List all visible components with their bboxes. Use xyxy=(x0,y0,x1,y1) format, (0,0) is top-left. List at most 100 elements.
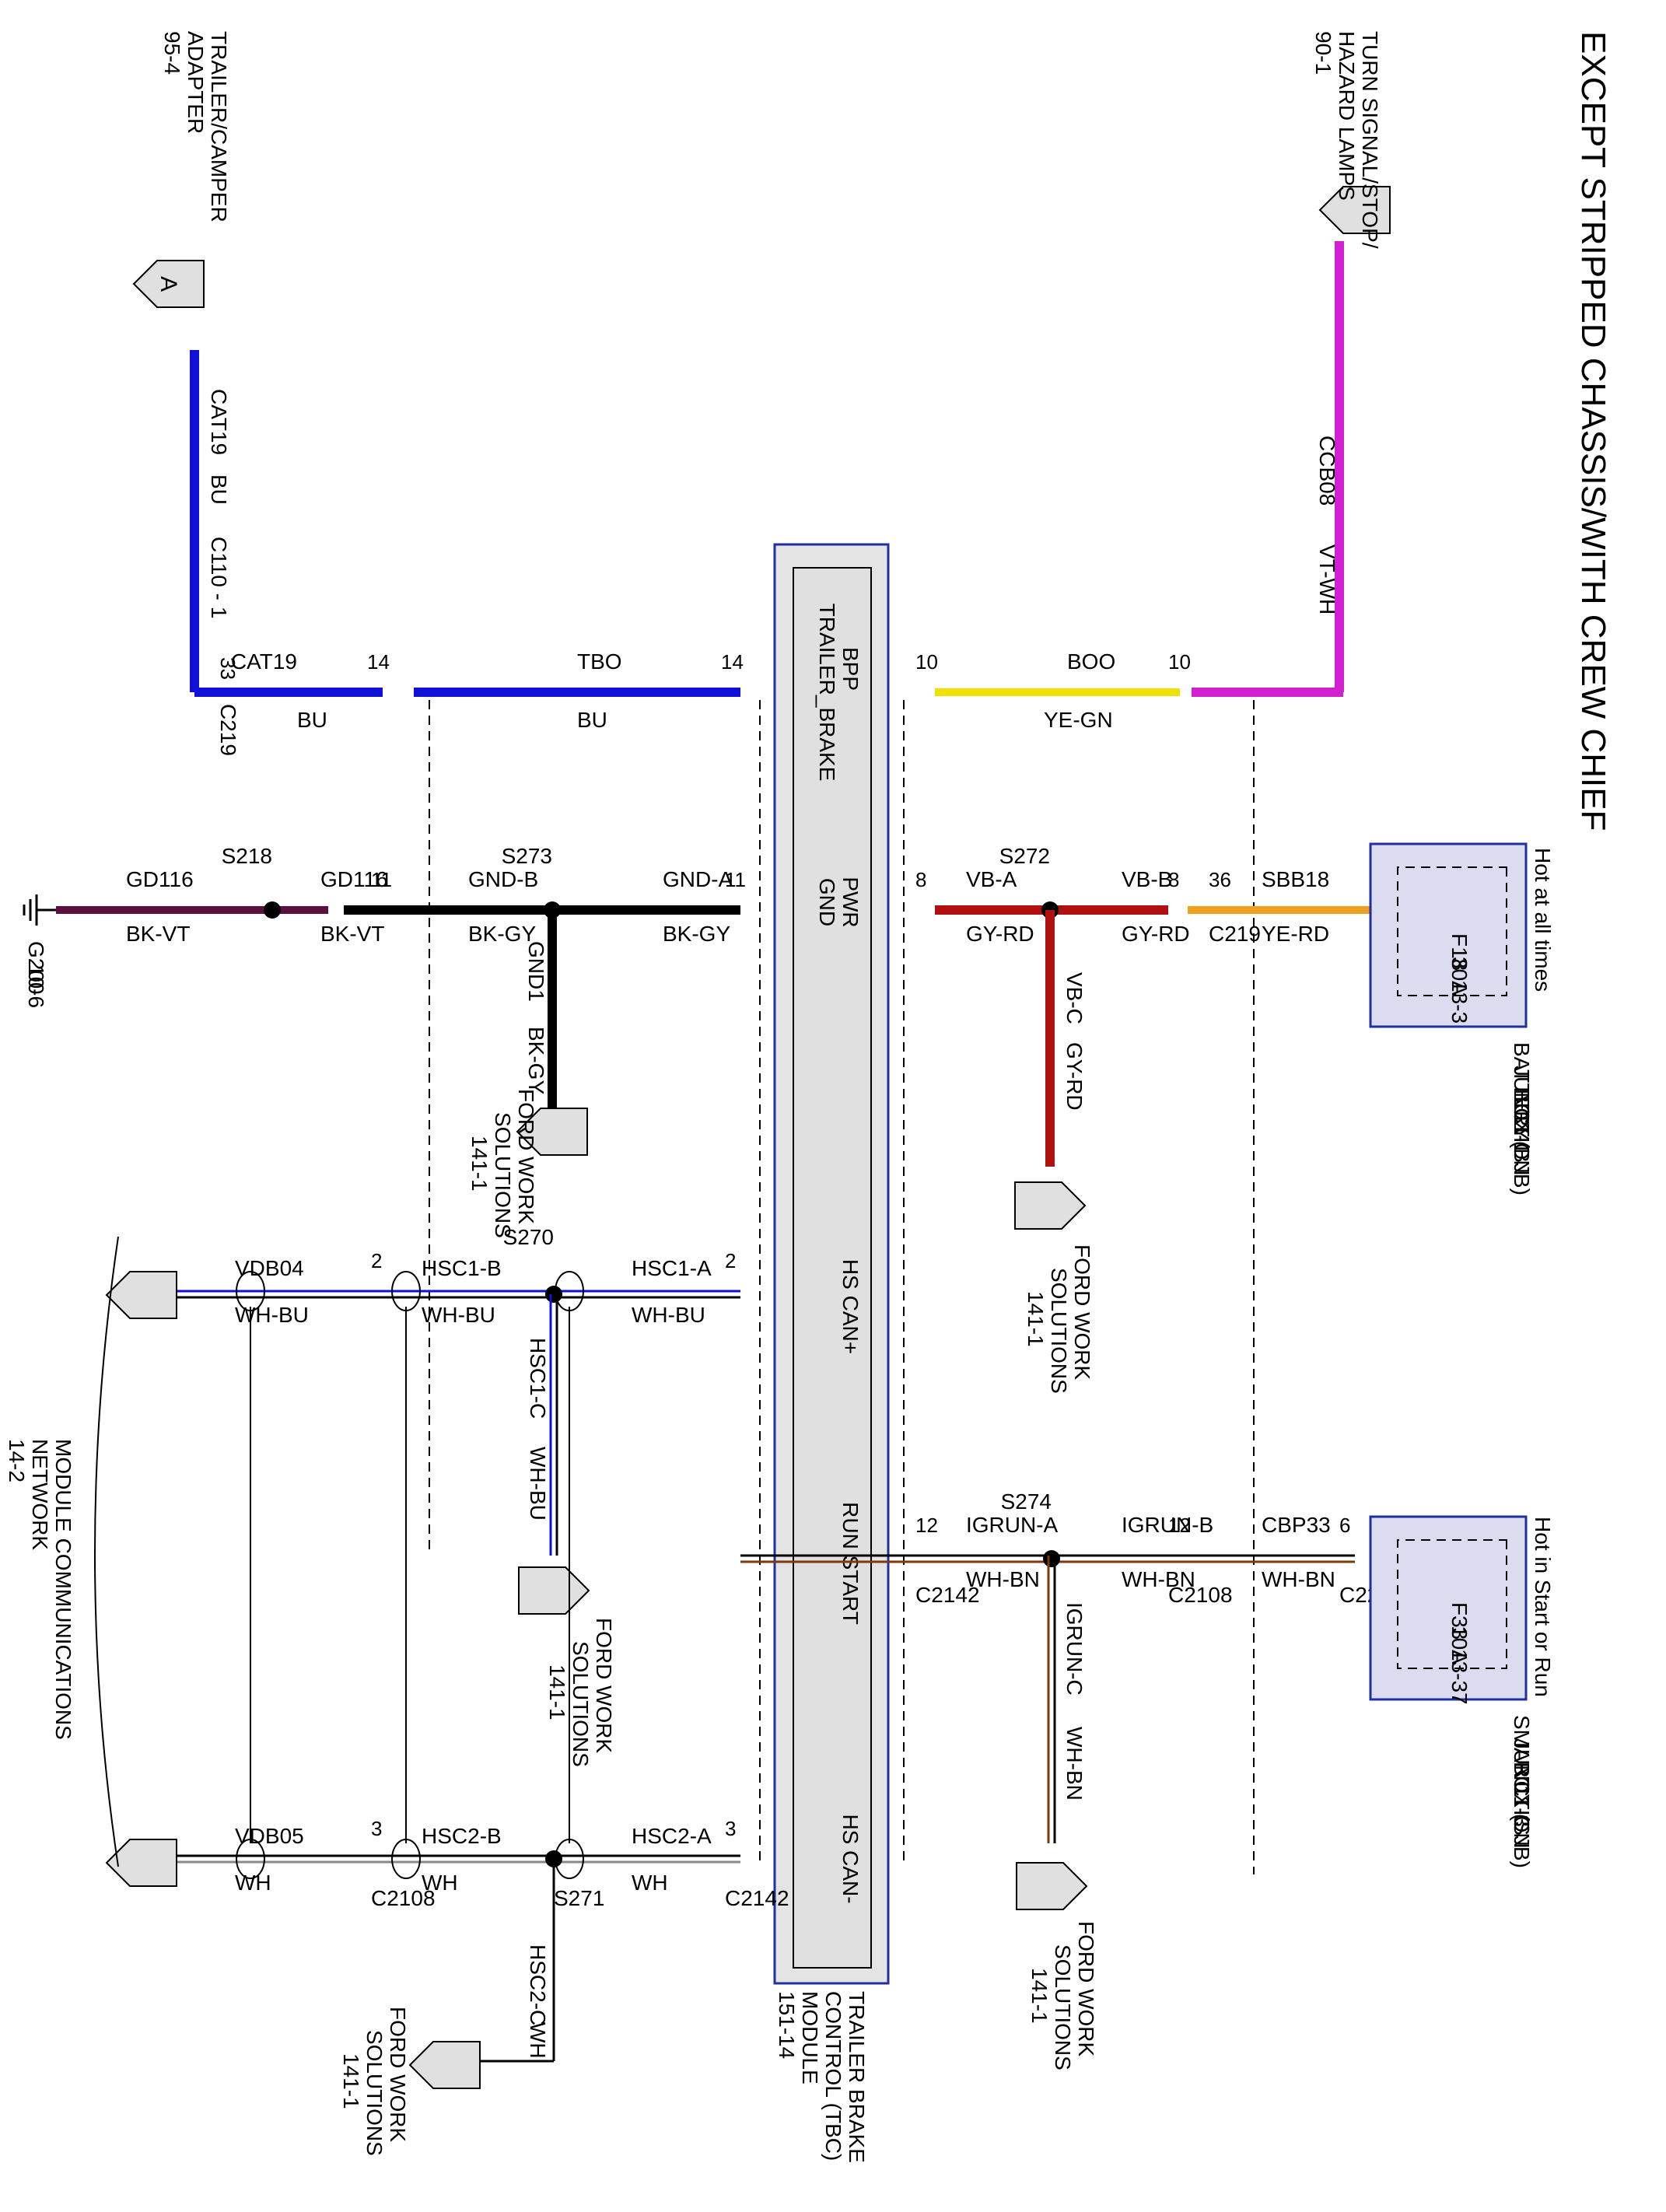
trailer-adapter-connector-icon xyxy=(132,260,205,308)
fws-connector-icon-3 xyxy=(518,1566,590,1615)
connector-label-c110: C110 - 1 xyxy=(207,537,231,618)
wire-label-cat19-h: CAT19 xyxy=(231,649,297,674)
tbc-label-4: 151-14 xyxy=(775,1991,799,2059)
fws-2-label-2: SOLUTIONS xyxy=(1047,1268,1071,1394)
fws-3-label-2: SOLUTIONS xyxy=(569,1641,593,1767)
sjb-hot-label: Hot in Start or Run xyxy=(1531,1517,1555,1697)
connector-label-c2142-a: C2142 xyxy=(915,1583,980,1607)
pin-number-14-a: 14 xyxy=(367,650,390,674)
wire-label-hsc2-c: HSC2-C xyxy=(526,1944,550,2025)
fws-3-label-1: FORD WORK xyxy=(592,1618,616,1754)
mcn-connector-icon-2 xyxy=(105,1839,177,1887)
wire-label-igrun-c: IGRUN-C xyxy=(1062,1602,1087,1696)
wire-label-gy-rd-c: GY-RD xyxy=(1062,1042,1087,1111)
pin-number-2-b: 2 xyxy=(725,1249,736,1272)
mcn-label-2: NETWORK xyxy=(28,1439,52,1550)
wire-label-hsc2-b: HSC2-B xyxy=(422,1824,502,1848)
connector-label-c219-sbb: C219 xyxy=(1209,922,1261,946)
wire-label-gnd1: GND1 xyxy=(524,941,548,1002)
wire-label-vt-wh: VT-WH xyxy=(1315,544,1339,614)
bjb-inner xyxy=(1397,866,1507,996)
wire-label-wh-bu-c: WH-BU xyxy=(632,1303,705,1327)
bjb-ref: 13-3 xyxy=(1447,980,1472,1024)
wire-label-bu-h: BU xyxy=(297,708,327,732)
bjb-label-3: BOX (BJB) xyxy=(1510,1089,1534,1195)
splice-s218 xyxy=(264,901,281,919)
pin-number-10-b: 10 xyxy=(1168,650,1191,674)
wire-label-bk-vt-a: BK-VT xyxy=(126,922,190,946)
wire-label-wh-hsc2c: WH xyxy=(526,2022,550,2059)
splice-label-s274: S274 xyxy=(1001,1489,1052,1514)
wire-label-hsc1-b: HSC1-B xyxy=(422,1256,502,1280)
twisted-pair-symbols xyxy=(236,1271,584,1879)
sjb-label-3: BOX (SJB) xyxy=(1510,1762,1534,1868)
splice-label-s271: S271 xyxy=(554,1886,604,1910)
trailer-adapter-label-2: ADAPTER xyxy=(184,31,208,134)
bjb-box xyxy=(1369,842,1528,1028)
wire-label-cbp33: CBP33 xyxy=(1262,1513,1331,1537)
fws-4-label-3: 141-1 xyxy=(1027,1968,1052,2024)
fws-connector-icon-1 xyxy=(516,1108,588,1156)
wire-label-gy-rd-a: GY-RD xyxy=(966,922,1034,946)
wire-label-bk-gy-a: BK-GY xyxy=(663,922,730,946)
splice-s274 xyxy=(1043,1550,1060,1567)
turn-signal-label-3: 90-1 xyxy=(1311,31,1335,75)
sjb-fuse: F33 xyxy=(1447,1602,1472,1640)
turn-signal-label-2: HAZARD LAMPS xyxy=(1335,31,1359,201)
wire-label-bu-v: BU xyxy=(207,474,231,505)
connector-dashed-outlines xyxy=(429,700,1255,1874)
wire-label-vdb04: VDB04 xyxy=(235,1256,304,1280)
pin-label-gnd: GND xyxy=(815,878,839,926)
wire-label-wh-bu-b: WH-BU xyxy=(422,1303,495,1327)
pin-number-2-a: 2 xyxy=(371,1249,382,1272)
fws-1-label-2: SOLUTIONS xyxy=(491,1112,515,1238)
wire-label-ye-rd: YE-RD xyxy=(1262,922,1329,946)
wire-label-bk-gy-b: BK-GY xyxy=(468,922,536,946)
pin-number-10-a: 10 xyxy=(915,650,938,674)
wire-label-vdb05: VDB05 xyxy=(235,1824,304,1848)
wire-label-wh-b: WH xyxy=(422,1871,458,1895)
pin-number-8-a: 8 xyxy=(915,868,926,891)
fws-2-label-3: 141-1 xyxy=(1024,1291,1048,1347)
trailer-adapter-label-3: 95-4 xyxy=(160,31,184,75)
bjb-amp: 30A xyxy=(1447,957,1472,996)
tbc-label-2: CONTROL (TBC) xyxy=(821,1991,845,2161)
wire-label-gnd-b: GND-B xyxy=(468,867,538,891)
wire-label-ye-gn: YE-GN xyxy=(1044,708,1113,732)
wire-label-igrun-a: IGRUN-A xyxy=(966,1513,1059,1537)
sjb-inner xyxy=(1397,1539,1507,1669)
tbc-module-inner xyxy=(793,567,872,1969)
wire-label-bu-tbo: BU xyxy=(577,708,607,732)
pin-number-36: 36 xyxy=(1209,868,1231,891)
wire-label-gd116-b: GD116 xyxy=(320,867,388,891)
wire-label-cat19-v: CAT19 xyxy=(207,389,231,455)
wire-label-wh-bn-c: WH-BN xyxy=(1262,1567,1335,1591)
wire-label-gy-rd-b: GY-RD xyxy=(1122,922,1190,946)
wire-label-wh-bn-b: WH-BN xyxy=(1122,1567,1195,1591)
fws-connector-icon-5 xyxy=(408,2041,481,2089)
splice-label-s273: S273 xyxy=(502,844,552,868)
connector-label-c2142-b: C2142 xyxy=(725,1886,789,1910)
bjb-hot-label: Hot at all times xyxy=(1531,848,1555,992)
wire-label-hsc1-c: HSC1-C xyxy=(526,1338,550,1419)
pin-label-run-start: RUN START xyxy=(838,1502,863,1625)
wire-label-vb-b: VB-B xyxy=(1122,867,1172,891)
wire-label-sbb18: SBB18 xyxy=(1262,867,1329,891)
fws-4-label-1: FORD WORK xyxy=(1074,1921,1098,2057)
mcn-connector-icon-1 xyxy=(105,1271,177,1319)
connector-label-c2108-a: C2108 xyxy=(1168,1583,1233,1607)
wire-label-gd116-a: GD116 xyxy=(126,867,194,891)
fws-1-label-3: 141-1 xyxy=(467,1136,492,1192)
tbc-label-1: TRAILER BRAKE xyxy=(845,1991,869,2163)
wire-label-wh-bu-hsc1c: WH-BU xyxy=(526,1447,550,1521)
turn-signal-label-1: TURN SIGNAL/STOP/ xyxy=(1358,31,1382,249)
fws-5-label-2: SOLUTIONS xyxy=(362,2030,387,2156)
fws-2-label-1: FORD WORK xyxy=(1070,1244,1094,1381)
wire-label-wh-bu-a: WH-BU xyxy=(235,1303,309,1327)
pin-number-11-a: 11 xyxy=(371,868,392,891)
tbc-label-3: MODULE xyxy=(798,1991,822,2084)
sjb-label-1: SMART xyxy=(1510,1715,1534,1791)
